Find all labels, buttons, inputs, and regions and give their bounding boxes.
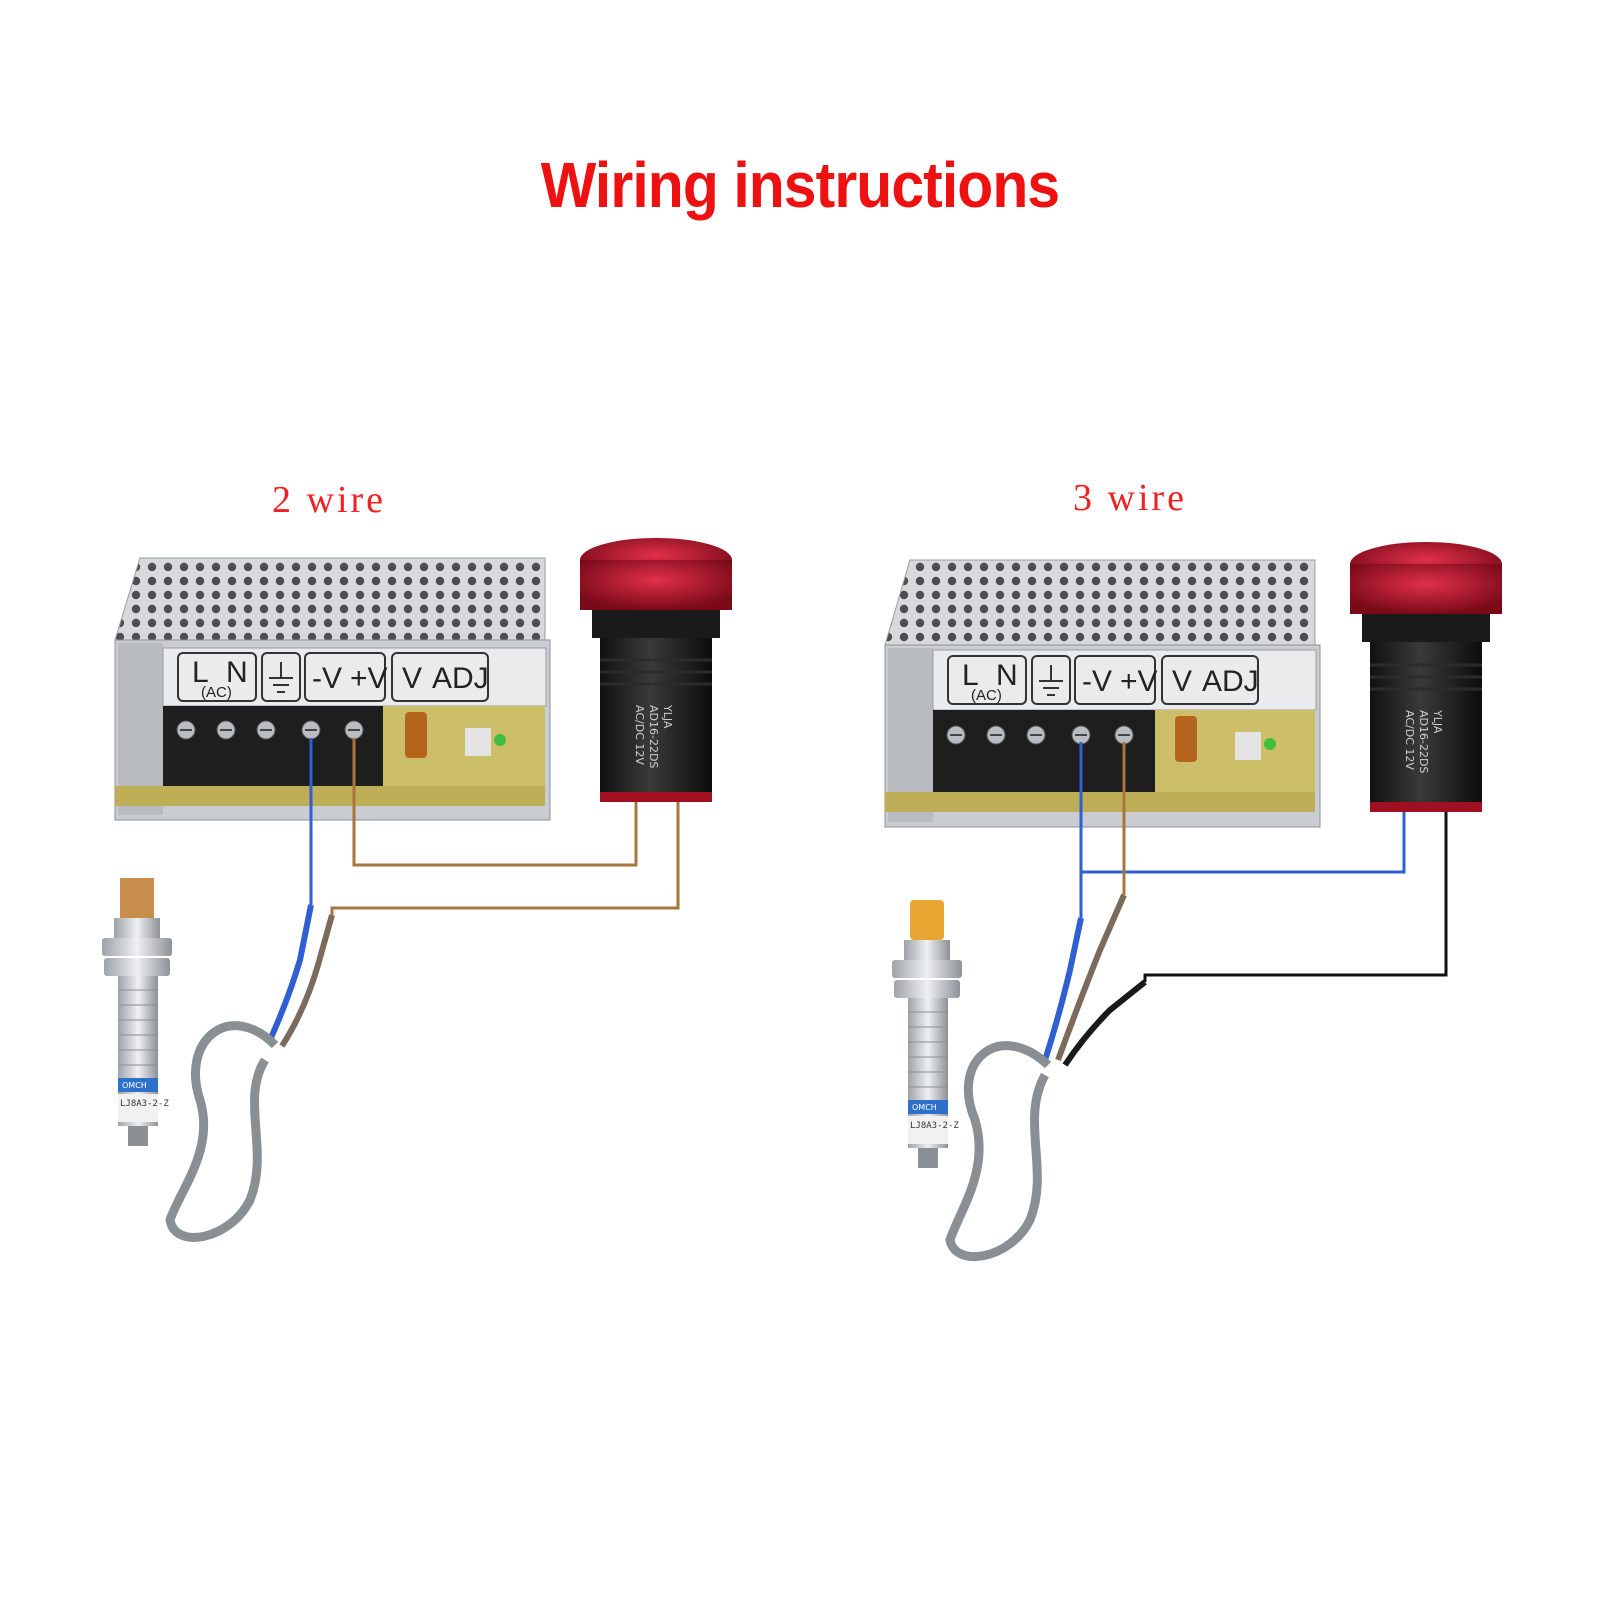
terminal-adj-label: ADJ <box>432 662 489 695</box>
terminal-minus-v-label: -V <box>312 662 342 695</box>
panel-2-wire: L N (AC) -V +V V ADJ <box>102 538 732 1242</box>
sensor-cable <box>945 1041 1052 1262</box>
terminal-ac-label: (AC) <box>971 687 1002 704</box>
panel-label-2-wire: 2 wire <box>272 479 387 521</box>
lamp-model-text: AD16-22DS <box>647 705 660 768</box>
ground-icon <box>1039 665 1063 696</box>
panel-label-3-wire: 3 wire <box>1073 477 1188 519</box>
terminal-adj-label: ADJ <box>1202 665 1259 698</box>
terminal-ac-label: (AC) <box>201 684 232 701</box>
power-supply: L N (AC) -V +V V ADJ <box>114 557 551 821</box>
wire-black-sensor-to-lamp <box>1143 812 1448 982</box>
terminal-v-label: V <box>402 662 422 695</box>
lamp-brand-text: YLJA <box>1431 709 1444 734</box>
indicator-lamp: AD16-22DS AC/DC 12V YLJA <box>580 538 732 802</box>
terminal-minus-v-label: -V <box>1082 665 1112 698</box>
sensor-brand-text: OMCH <box>912 1103 937 1112</box>
sensor-brand-text: OMCH <box>122 1081 147 1090</box>
terminal-n-label: N <box>226 656 248 689</box>
ground-icon <box>269 662 293 693</box>
page-title: Wiring instructions <box>540 149 1060 221</box>
panel-3-wire: L N (AC) -V +V V ADJ <box>884 542 1502 1262</box>
indicator-lamp: AD16-22DS AC/DC 12V YLJA <box>1350 542 1502 812</box>
lamp-rating-text: AC/DC 12V <box>1403 710 1416 770</box>
sensor-model-text: LJ8A3-2-Z <box>910 1121 959 1131</box>
terminal-v-label: V <box>1172 665 1192 698</box>
terminal-l-label: L <box>192 656 209 689</box>
terminal-plus-v-label: +V <box>1120 665 1158 698</box>
lamp-rating-text: AC/DC 12V <box>633 705 646 765</box>
wire-blue-minus-v-to-lamp <box>1079 742 1406 874</box>
lamp-brand-text: YLJA <box>661 704 674 729</box>
proximity-sensor: OMCH LJ8A3-2-Z <box>102 878 172 1146</box>
terminal-n-label: N <box>996 659 1018 692</box>
proximity-sensor: OMCH LJ8A3-2-Z <box>892 900 962 1168</box>
terminal-plus-v-label: +V <box>350 662 388 695</box>
power-supply: L N (AC) -V +V V ADJ <box>884 559 1321 828</box>
wire-brown-sensor-to-lamp <box>330 802 680 915</box>
wire-brown-plus-v-to-lamp <box>352 738 638 867</box>
lamp-model-text: AD16-22DS <box>1417 710 1430 773</box>
terminal-l-label: L <box>962 659 979 692</box>
sensor-cable <box>165 1021 279 1242</box>
sensor-model-text: LJ8A3-2-Z <box>120 1099 169 1109</box>
